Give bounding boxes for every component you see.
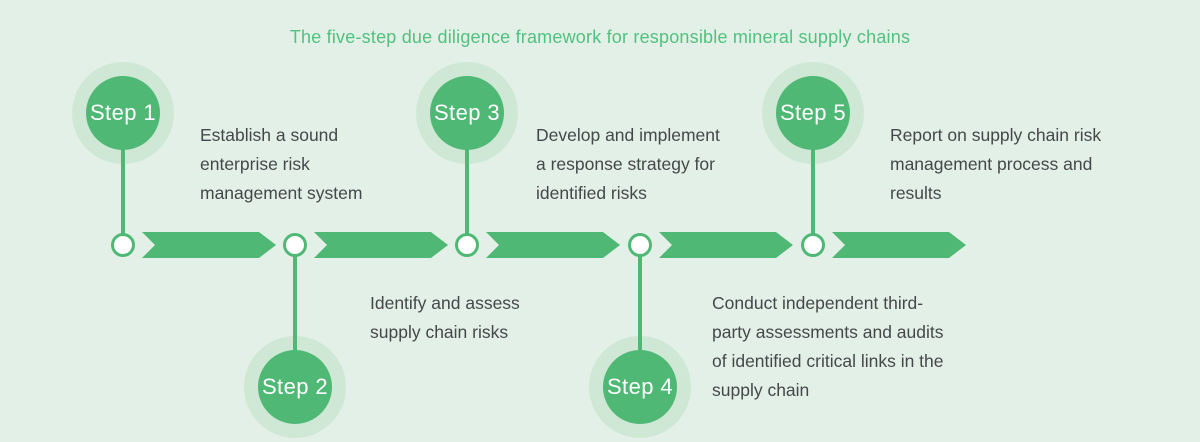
step-5-circle: Step 5 (776, 76, 850, 150)
step-1-description-line: management system (200, 183, 363, 203)
step-2-connector-line (293, 245, 297, 387)
step-2-label: Step 2 (261, 374, 328, 399)
step-4-connector-line (638, 245, 642, 387)
step-3-description-line: identified risks (536, 183, 647, 203)
step-3-circle: Step 3 (430, 76, 504, 150)
timeline-arrow-5 (832, 232, 966, 258)
step-2-description-line: supply chain risks (370, 322, 509, 342)
step-3-description: Develop and implement a response strateg… (536, 121, 720, 208)
step-1-connector-line (121, 113, 125, 245)
timeline-node-1 (111, 233, 135, 257)
step-5-description-line: Report on supply chain risk (890, 125, 1102, 145)
step-5-description: Report on supply chain risk management p… (890, 121, 1101, 208)
timeline-node-2 (283, 233, 307, 257)
step-3-description-line: Develop and implement (536, 125, 720, 145)
step-4-circle: Step 4 (603, 350, 677, 424)
step-4-description-line: party assessments and audits (712, 322, 944, 342)
timeline-arrow-4 (659, 232, 793, 258)
step-4-description-line: of identified critical links in the (712, 351, 944, 371)
timeline-node-4 (628, 233, 652, 257)
step-1-description-line: Establish a sound (200, 125, 339, 145)
step-1-description-line: enterprise risk (200, 154, 310, 174)
step-5-description-line: management process and (890, 154, 1093, 174)
step-2-circle: Step 2 (258, 350, 332, 424)
timeline-arrow-2 (314, 232, 448, 258)
step-3-description-line: a response strategy for (536, 154, 715, 174)
step-4-description-line: supply chain (712, 380, 810, 400)
step-4-description: Conduct independent third- party assessm… (712, 289, 944, 405)
step-2-description: Identify and assess supply chain risks (370, 289, 520, 347)
timeline-arrow-3 (486, 232, 620, 258)
timeline-node-3 (455, 233, 479, 257)
step-1-description: Establish a sound enterprise risk manage… (200, 121, 362, 208)
step-4-label: Step 4 (606, 374, 673, 399)
step-2-description-line: Identify and assess (370, 293, 520, 313)
step-4-description-line: Conduct independent third- (712, 293, 924, 313)
timeline-node-5 (801, 233, 825, 257)
step-3-label: Step 3 (433, 100, 500, 125)
step-3-connector-line (465, 113, 469, 245)
step-1-label: Step 1 (89, 100, 156, 125)
step-5-connector-line (811, 113, 815, 245)
step-5-label: Step 5 (779, 100, 846, 125)
step-5-description-line: results (890, 183, 942, 203)
diagram-title: The five-step due diligence framework fo… (289, 27, 911, 47)
step-1-circle: Step 1 (86, 76, 160, 150)
timeline-arrow-1 (142, 232, 276, 258)
